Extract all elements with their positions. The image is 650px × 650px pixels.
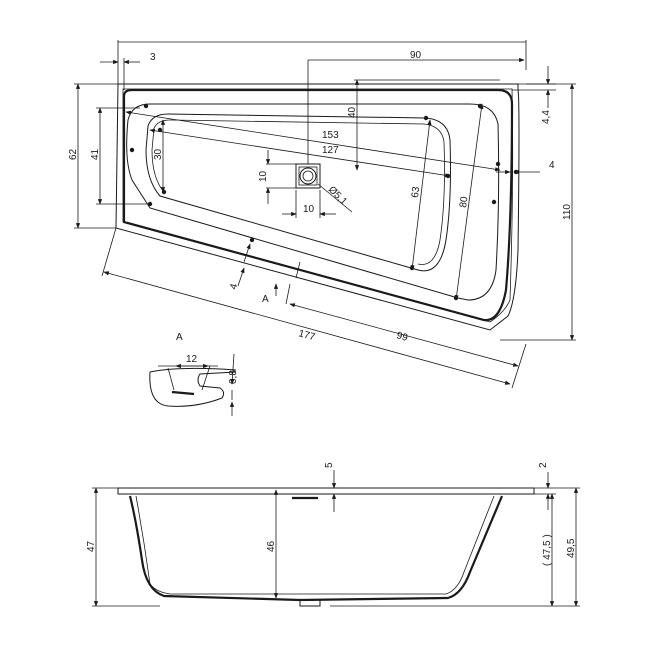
dim-4-4-label: 4,4 [541,110,552,124]
dim-63-label: 63 [410,186,422,199]
side-47-5-label: ( 47,5 ) [542,534,553,566]
detail-a-12-label: 12 [186,354,198,365]
dim-40-label: 40 [347,106,358,118]
dim-99-label: 99 [395,330,409,344]
side-view: 47 46 5 2 ( 47,5 ) 49,5 [86,462,580,607]
detail-a-0-8-label: 0,8 [228,370,239,384]
section-a-label: A [262,294,269,305]
dim-diameter-label: Ø5,1 [326,184,349,207]
top-view: 3 90 62 41 30 40 153 127 10 10 Ø5,1 63 8… [68,40,576,389]
side-5-label: 5 [324,462,335,468]
detail-a: A 12 0,8 [149,332,239,416]
dim-3-label: 3 [150,52,156,63]
side-waste [299,600,321,607]
dim-80-label: 80 [458,195,471,208]
dim-4-left-label: 4 [228,282,240,291]
dim-153-label: 153 [322,130,339,141]
dim-10v-label: 10 [258,170,269,182]
dim-177-label: 177 [297,328,316,343]
dim-30-label: 30 [153,148,164,160]
drain-circle [299,167,317,185]
dim-10h-label: 10 [303,204,315,215]
tub-outer-shell [122,88,514,322]
tub-basin [145,113,451,272]
dim-90-label: 90 [410,50,422,61]
side-body [128,495,504,602]
side-46-label: 46 [266,540,277,552]
dim-41-label: 41 [90,148,101,160]
dim-62-label: 62 [68,148,79,160]
detail-a-profile [149,371,237,407]
dim-4-right-label: 4 [549,160,555,171]
detail-a-title: A [176,332,183,343]
side-rim [117,487,535,495]
side-49-5-label: 49,5 [566,538,577,558]
side-2-label: 2 [538,462,549,468]
dim-127-label: 127 [322,145,339,156]
side-47-label: 47 [86,540,97,552]
dim-110-label: 110 [562,204,573,220]
